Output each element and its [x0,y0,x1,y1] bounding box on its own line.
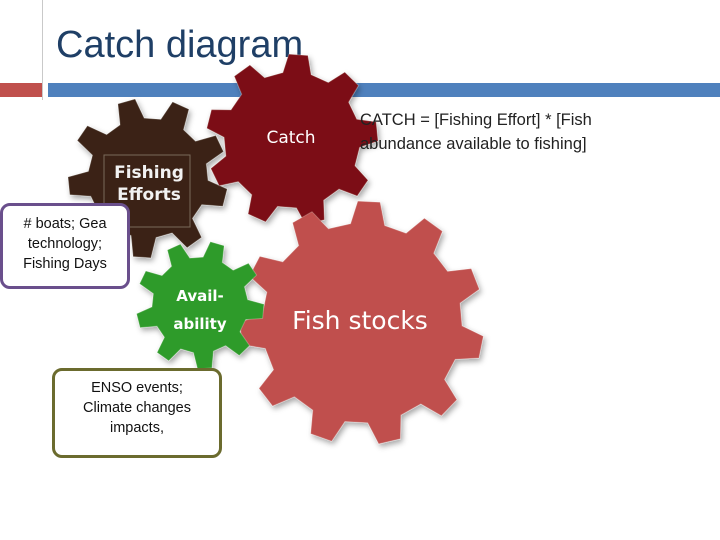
availability-factors-box: ENSO events; Climate changes impacts, [52,368,222,458]
enso-line3: impacts, [110,420,164,436]
catch-gear-label: Catch [266,128,316,148]
catch-formula: CATCH = [Fishing Effort] * [Fish abundan… [360,111,592,153]
availability-label-line2: ability [173,315,227,333]
availability-label-line1: Avail- [176,287,224,305]
availability-gear-label: Avail- ability [160,282,240,338]
fish-stocks-gear-label: Fish stocks [292,306,428,335]
availability-gear [136,241,265,370]
fishing-effort-factors-box: # boats; Gea technology; Fishing Days [0,203,130,289]
catch-gear [206,53,379,226]
fishing-efforts-gear-label: Fishing Efforts [110,162,188,206]
slide-title: Catch diagram [56,24,304,66]
boats-line2: technology; [27,236,103,252]
enso-line1: ENSO events; [91,380,183,396]
boats-line1: # boats; Gea [23,216,107,232]
fishing-efforts-label-line1: Fishing [114,163,184,183]
enso-line2: Climate changes [83,400,191,416]
boats-line3: Fishing Days [23,256,107,272]
left-guide-line [42,0,43,100]
fishing-efforts-label-line2: Efforts [117,185,181,205]
fishing-efforts-label-frame [103,154,191,228]
accent-bar-red [0,83,42,97]
accent-bar-blue [48,83,720,97]
